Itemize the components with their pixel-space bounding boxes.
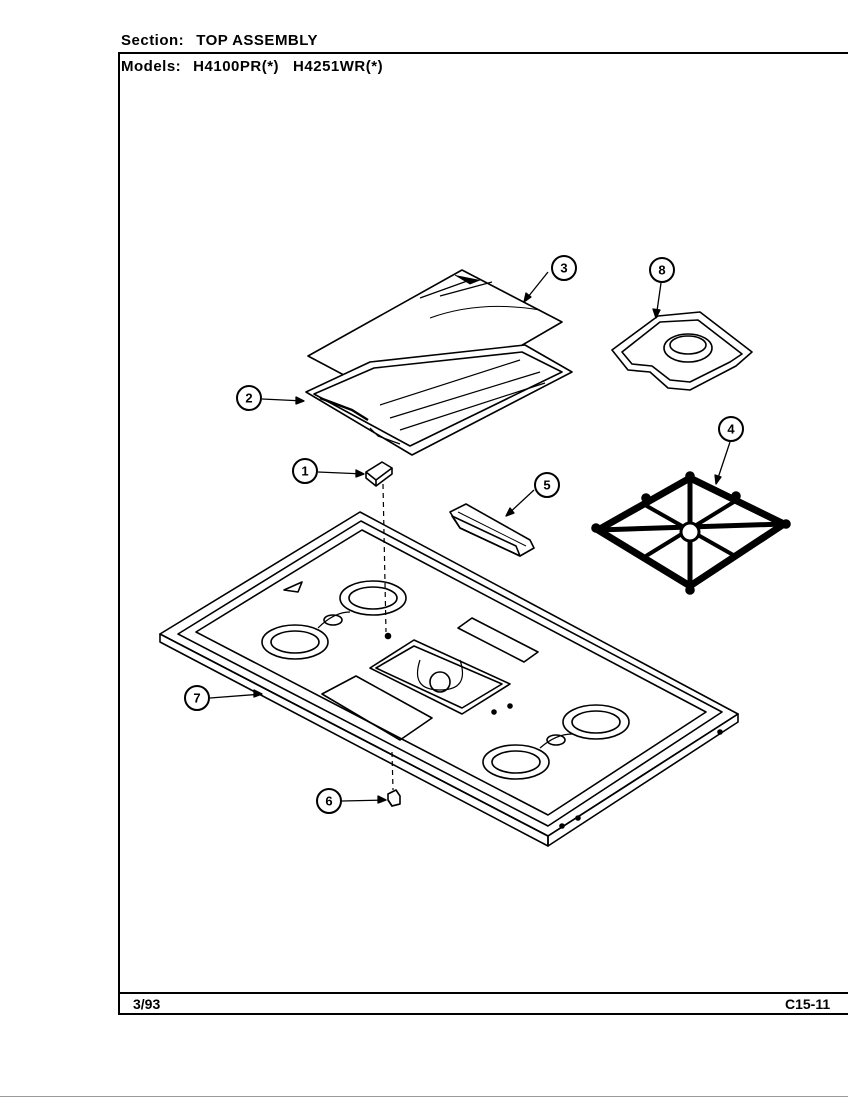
callout-label: 8	[658, 263, 665, 278]
models-label: Models:	[121, 58, 182, 75]
model-number: H4100PR(*)	[193, 58, 280, 75]
section-title: TOP ASSEMBLY	[196, 32, 319, 49]
callout-6	[316, 788, 342, 814]
cooktop-panel-icon	[159, 511, 739, 847]
screw-icon	[387, 789, 401, 807]
callout-3	[551, 255, 577, 281]
drip-bowl-icon	[611, 311, 753, 391]
callout-label: 3	[560, 261, 567, 276]
section-line: Section: TOP ASSEMBLY	[121, 32, 318, 49]
section-label: Section:	[121, 32, 185, 49]
diagram-frame	[118, 52, 848, 1015]
callout-label: 5	[543, 478, 550, 493]
callout-label: 4	[727, 422, 735, 437]
burner-grate-icon	[591, 471, 791, 595]
footer-date: 3/93	[133, 996, 161, 1012]
callout-8	[649, 257, 675, 283]
callout-label: 2	[245, 391, 252, 406]
page-bottom-divider	[0, 1096, 848, 1097]
callout-4	[718, 416, 744, 442]
callout-label: 7	[193, 691, 200, 706]
callout-2	[236, 385, 262, 411]
models-line: Models: H4100PR(*) H4251WR(*)	[121, 58, 397, 75]
page-code: C15-11	[785, 996, 831, 1012]
callout-1	[292, 458, 318, 484]
model-number: H4251WR(*)	[293, 58, 384, 75]
insulation-pad-icon	[305, 344, 573, 456]
callout-label: 1	[301, 464, 308, 479]
footer-divider	[118, 992, 848, 994]
clip-icon	[365, 461, 393, 487]
leader-line	[209, 271, 731, 804]
alignment-line	[382, 483, 394, 791]
spill-tray-icon	[449, 503, 535, 557]
callout-label: 6	[325, 794, 332, 809]
callout-5	[534, 472, 560, 498]
callout-7	[184, 685, 210, 711]
